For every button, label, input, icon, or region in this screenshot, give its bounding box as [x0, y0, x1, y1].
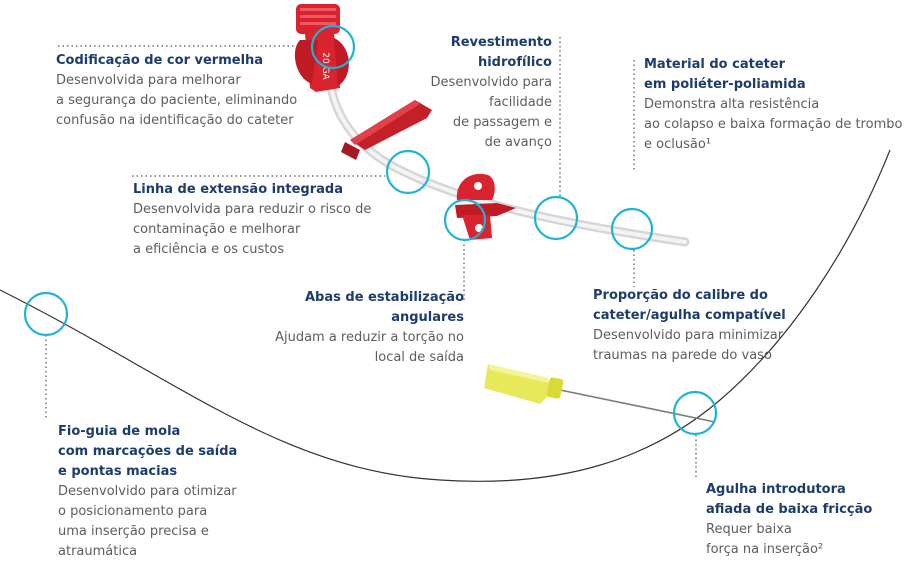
callout-extension-line: Linha de extensão integrada Desenvolvida… [133, 180, 371, 260]
callout-title: Abas de estabilização angulares [304, 290, 464, 325]
leader-lines [45, 37, 697, 478]
callout-description: Desenvolvido para minimizar traumas na p… [593, 328, 784, 363]
ring-material [610, 207, 654, 251]
stabilization-wings [455, 173, 516, 240]
callout-introducer-needle: Agulha introdutora afiada de baixa fricç… [706, 480, 872, 560]
callout-title: Codificação de cor vermelha [56, 53, 264, 68]
callout-title: Proporção do calibre do cateter/agulha c… [593, 288, 786, 323]
red-clamp [341, 100, 432, 160]
introducer-needle [484, 364, 716, 423]
guidewire-curve [0, 149, 891, 482]
callout-title: Agulha introdutora afiada de baixa fricç… [706, 482, 873, 517]
callout-description: Demonstra alta resistência ao colapso e … [644, 97, 903, 152]
callout-title: Fio-guia de mola com marcações de saída … [58, 424, 238, 479]
callout-gauge-ratio: Proporção do calibre do cateter/agulha c… [593, 286, 786, 366]
callout-description: Desenvolvida para reduzir o risco de con… [133, 202, 372, 257]
ring-hydrophilic [533, 195, 579, 241]
ring-red-hub [310, 24, 356, 70]
ring-extension [385, 149, 431, 195]
callout-description: Requer baixa força na inserção² [706, 522, 824, 557]
callout-title: Revestimento hidrofílico [450, 35, 552, 70]
callout-hydrophilic-coating: Revestimento hidrofílico Desenvolvido pa… [412, 33, 552, 153]
callout-stabilization-wings: Abas de estabilização angulares Ajudam a… [250, 288, 464, 368]
ring-needle [672, 390, 718, 436]
callout-guidewire: Fio-guia de mola com marcações de saída … [58, 422, 237, 562]
red-luer-hub: 20 GA [294, 4, 349, 92]
callout-description: Desenvolvido para otimizar o posicioname… [58, 484, 237, 559]
callout-catheter-material: Material do cateter em poliéter-poliamid… [644, 55, 909, 155]
catheter-tube-highlight [328, 78, 687, 244]
callout-red-color-coding: Codificação de cor vermelha Desenvolvida… [56, 51, 297, 131]
ring-wings [443, 198, 487, 242]
highlight-rings [23, 24, 718, 436]
ring-guidewire [23, 291, 69, 337]
callout-title: Linha de extensão integrada [133, 182, 343, 197]
callout-description: Desenvolvido para facilidade de passagem… [430, 75, 552, 150]
callout-description: Desenvolvida para melhorar a segurança d… [56, 73, 298, 128]
callout-description: Ajudam a reduzir a torção no local de sa… [275, 330, 464, 365]
callout-title: Material do cateter em poliéter-poliamid… [644, 57, 806, 92]
